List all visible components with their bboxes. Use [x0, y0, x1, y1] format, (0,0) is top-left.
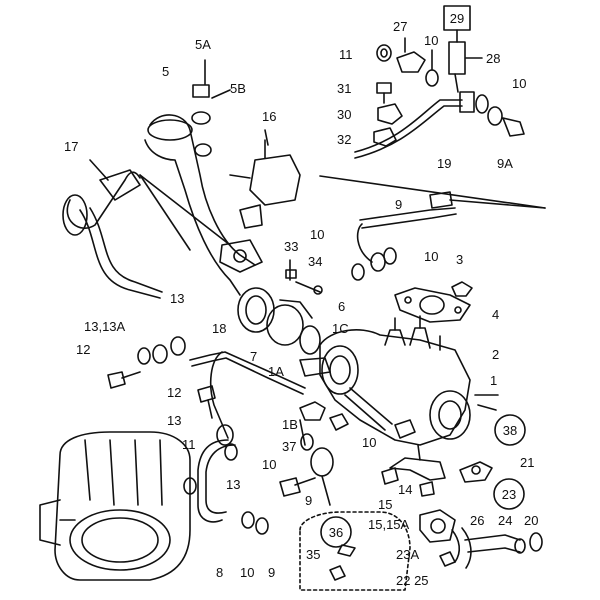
- part-label-33: 33: [284, 239, 299, 254]
- bracket-14: [381, 444, 493, 497]
- part-label-15: 15: [378, 497, 393, 512]
- leader-lines: [139, 174, 546, 251]
- part-label-10: 10: [362, 435, 377, 450]
- part-label-19: 19: [437, 156, 452, 171]
- part-label-17: 17: [64, 139, 79, 154]
- pipe-center: [351, 191, 457, 281]
- part-label-13: 13: [167, 413, 182, 428]
- part-label-26: 26: [470, 513, 485, 528]
- part-label-35: 35: [306, 547, 321, 562]
- part-label-22-25: 22 25: [396, 573, 429, 588]
- part-label-10: 10: [240, 565, 255, 580]
- part-label-11: 11: [339, 47, 353, 62]
- part-label-20: 20: [524, 513, 539, 528]
- part-label-36: 36: [328, 524, 344, 540]
- bolts-12: [107, 371, 216, 419]
- part-label-10: 10: [512, 76, 527, 91]
- part-label-13: 13: [170, 291, 185, 306]
- vacuum-hose-17: [62, 159, 163, 299]
- part-label-9a: 9A: [497, 156, 513, 171]
- part-label-1a: 1A: [268, 364, 284, 379]
- part-label-23a: 23A: [396, 547, 420, 562]
- part-label-6: 6: [338, 299, 346, 314]
- part-label-38: 38: [502, 422, 518, 438]
- fittings-37: [299, 401, 349, 506]
- hose-neck-group: [144, 59, 301, 296]
- part-label-10: 10: [424, 33, 439, 48]
- part-label-14: 14: [398, 482, 413, 497]
- fitting-group-top-right: [354, 5, 525, 159]
- part-label-3: 3: [456, 252, 464, 267]
- part-label-23: 23: [501, 486, 517, 502]
- part-label-28: 28: [486, 51, 501, 66]
- part-label-5a: 5A: [195, 37, 211, 52]
- oil-pipe-18: [189, 351, 306, 523]
- part-label-31: 31: [337, 81, 352, 96]
- washers-left: [137, 336, 314, 535]
- bolt-33: [285, 259, 323, 295]
- part-label-9: 9: [395, 197, 403, 212]
- part-label-12: 12: [167, 385, 182, 400]
- part-label-29: 29: [449, 10, 465, 26]
- part-label-1c: 1C: [332, 321, 349, 336]
- part-label-10: 10: [262, 457, 277, 472]
- part-label-5b: 5B: [230, 81, 246, 96]
- exhaust-pipe: [419, 509, 543, 569]
- part-label-9: 9: [268, 565, 276, 580]
- part-label-37: 37: [282, 439, 297, 454]
- part-label-24: 24: [498, 513, 513, 528]
- part-label-4: 4: [492, 307, 500, 322]
- part-label-1b: 1B: [282, 417, 298, 432]
- part-label-34: 34: [308, 254, 323, 269]
- clamp-6-7: [237, 287, 321, 355]
- gasket-4: [394, 281, 473, 323]
- part-label-5: 5: [162, 64, 170, 79]
- part-label-30: 30: [337, 107, 352, 122]
- part-label-13-13a: 13,13A: [84, 319, 126, 334]
- part-label-10: 10: [424, 249, 439, 264]
- part-label-15-15a: 15,15A: [368, 517, 410, 532]
- part-label-18: 18: [212, 321, 227, 336]
- turbocharger-body: [299, 315, 499, 446]
- part-label-16: 16: [262, 109, 277, 124]
- engine-block: [39, 431, 191, 581]
- part-label-8: 8: [216, 565, 224, 580]
- part-label-1: 1: [490, 373, 498, 388]
- part-label-2: 2: [492, 347, 500, 362]
- part-label-32: 32: [337, 132, 352, 147]
- bolt-9-center: [279, 477, 316, 497]
- part-label-13: 13: [226, 477, 241, 492]
- part-label-11: 11: [182, 437, 196, 452]
- part-label-7: 7: [250, 349, 258, 364]
- detail-36: [299, 511, 411, 591]
- part-label-12: 12: [76, 342, 91, 357]
- part-label-10: 10: [310, 227, 325, 242]
- part-label-9: 9: [305, 493, 313, 508]
- part-label-21: 21: [520, 455, 535, 470]
- part-label-27: 27: [393, 19, 408, 34]
